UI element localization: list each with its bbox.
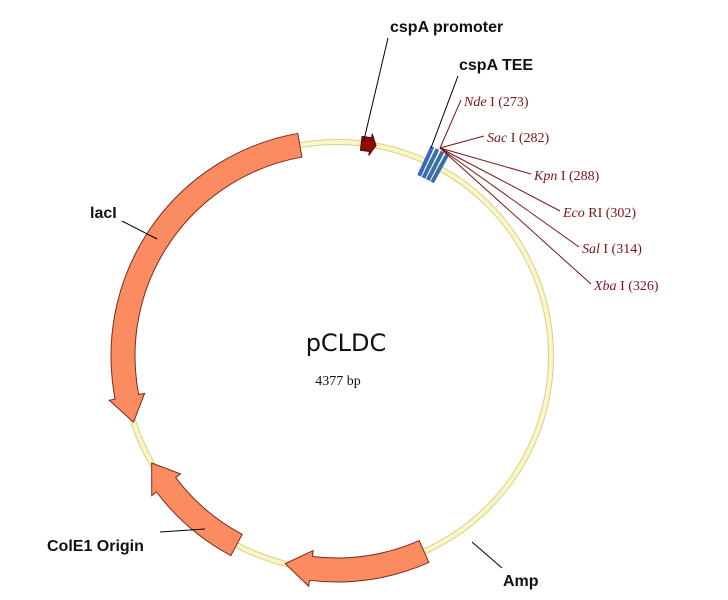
- site-leader: [439, 147, 532, 175]
- restriction-site-label: Sac I (282): [487, 131, 550, 146]
- tee-block-segment: [430, 153, 450, 184]
- site-leader: [439, 147, 580, 248]
- cole1-label: ColE1 Origin: [47, 538, 144, 555]
- enzyme-name: Kpn: [533, 169, 557, 184]
- tee-block-segment: [421, 148, 440, 179]
- plasmid-name: pCLDC: [306, 329, 387, 357]
- tee-block-segment: [417, 145, 435, 177]
- cole1-leader: [159, 528, 206, 533]
- site-leader: [439, 135, 485, 149]
- site-leader: [439, 99, 462, 149]
- tee-leader: [430, 75, 459, 149]
- tee-block-segment: [426, 150, 445, 181]
- enzyme-name: Sac: [487, 131, 508, 146]
- enzyme-suffix: I (326): [617, 279, 659, 294]
- restriction-site-label: Eco RI (302): [562, 206, 636, 221]
- site-leader: [439, 147, 561, 212]
- promoter-label: cspA promoter: [390, 19, 503, 36]
- promoter-arrow: [359, 133, 377, 156]
- cole1-arc: [151, 462, 243, 557]
- laci-arc: [108, 132, 303, 423]
- enzyme-suffix: I (273): [487, 95, 529, 110]
- restriction-site-label: Kpn I (288): [533, 169, 600, 184]
- enzyme-name: Nde: [463, 95, 487, 110]
- amp-leader: [471, 541, 503, 569]
- laci-label: lacI: [90, 205, 117, 222]
- enzyme-name: Xba: [593, 279, 617, 294]
- enzyme-suffix: I (314): [600, 242, 642, 257]
- enzyme-name: Sal: [582, 242, 600, 257]
- enzyme-suffix: I (288): [557, 169, 599, 184]
- amp-arc: [284, 539, 430, 588]
- plasmid-size: 4377 bp: [315, 374, 361, 389]
- tee-label: cspA TEE: [459, 57, 533, 74]
- restriction-site-label: Sal I (314): [582, 242, 642, 257]
- promoter-leader: [363, 37, 389, 141]
- enzyme-name: Eco: [562, 206, 585, 221]
- enzyme-suffix: RI (302): [585, 206, 637, 221]
- enzyme-suffix: I (282): [507, 131, 549, 146]
- restriction-site-label: Xba I (326): [593, 279, 659, 294]
- restriction-site-label: Nde I (273): [463, 95, 529, 110]
- amp-label: Amp: [503, 573, 539, 590]
- laci-leader: [121, 220, 158, 240]
- site-leader: [439, 147, 592, 285]
